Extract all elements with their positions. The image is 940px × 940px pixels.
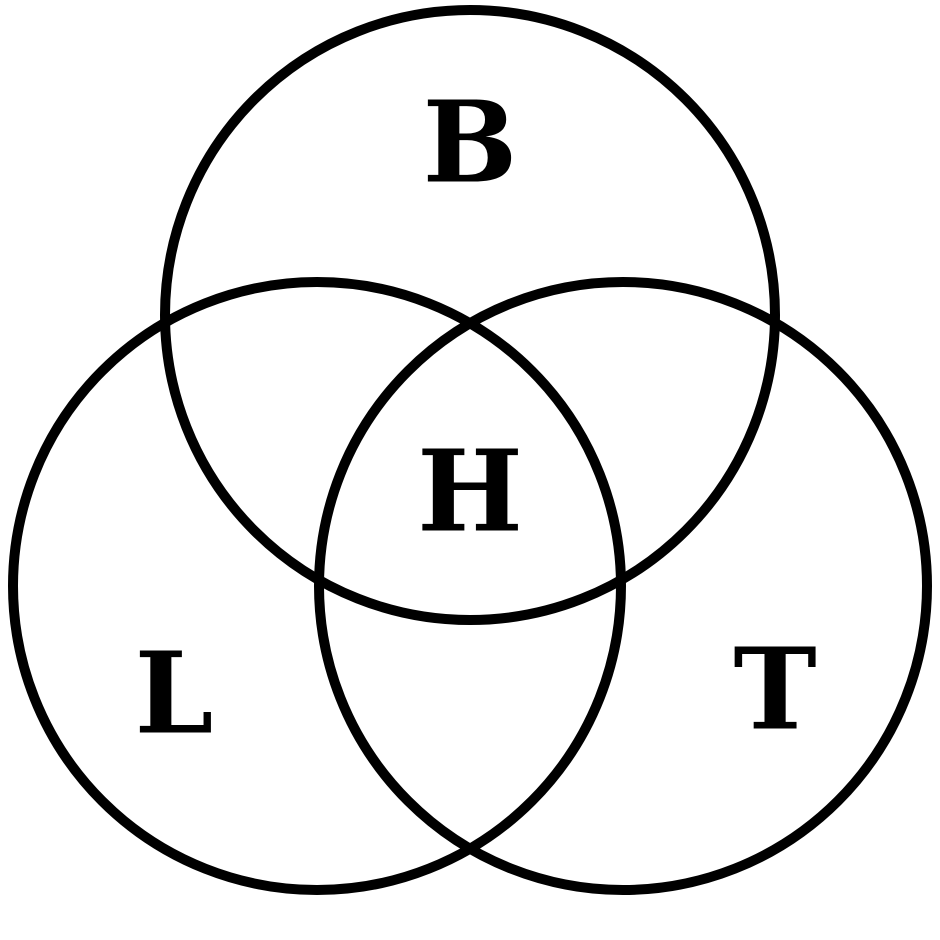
venn-circle-l (8, 277, 626, 895)
venn-label-h: H (417, 427, 523, 558)
venn-label-l: L (135, 629, 214, 760)
venn-circle-t (314, 277, 932, 895)
venn-circle-b (160, 5, 780, 625)
venn-label-b: B (423, 78, 518, 209)
venn-label-t: T (733, 625, 816, 756)
